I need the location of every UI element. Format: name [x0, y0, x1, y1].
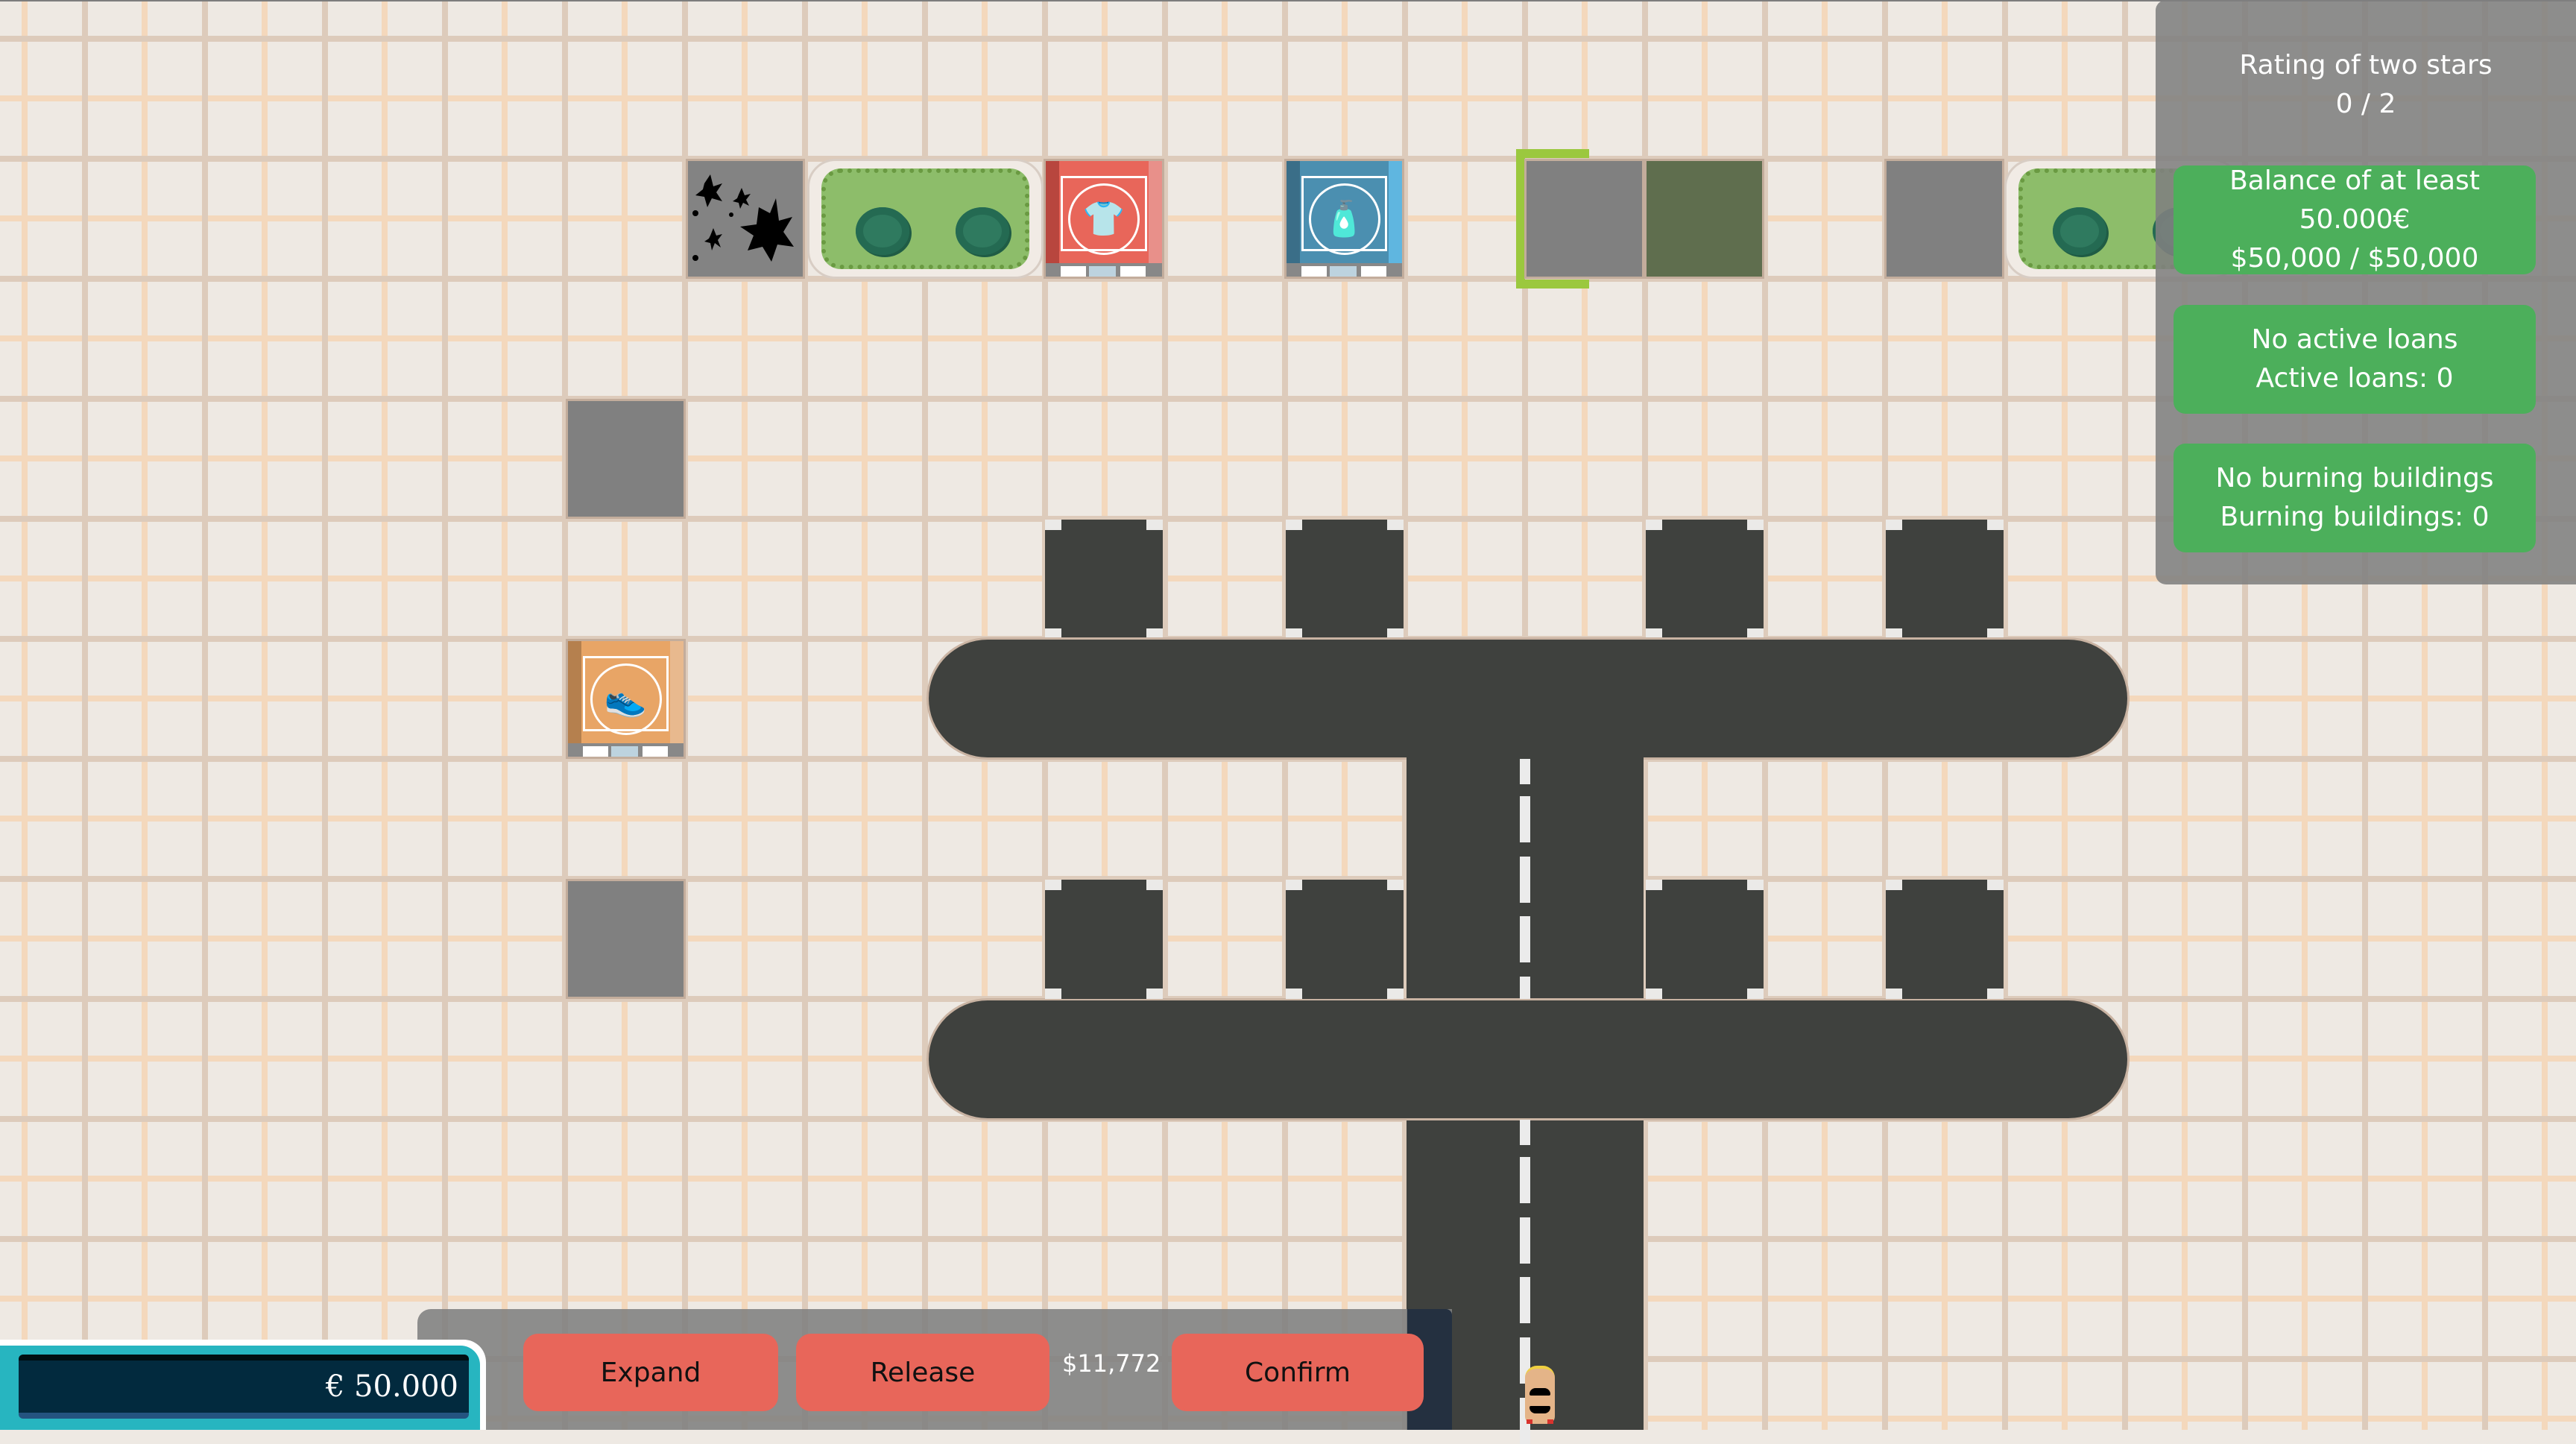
lane-marking — [1520, 1157, 1530, 1203]
goals-progress: 0 / 2 — [2335, 89, 2396, 119]
storefront — [568, 743, 684, 757]
goal-title: No active loans — [2251, 324, 2458, 355]
goal-loans: No active loans Active loans: 0 — [2174, 305, 2536, 414]
road-horizontal-2[interactable] — [929, 1000, 2127, 1118]
parking-lot[interactable] — [1286, 880, 1404, 999]
release-button[interactable]: Release — [796, 1334, 1049, 1411]
empty-plot-highlighted[interactable] — [1644, 159, 1764, 279]
goal-progress: Active loans: 0 — [2255, 363, 2454, 394]
goal-title: Balance of at least 50.000€ — [2229, 165, 2480, 235]
parking-lot[interactable] — [1045, 880, 1163, 999]
lane-marking — [1520, 1217, 1530, 1264]
tree-icon — [856, 207, 909, 255]
goal-fires: No burning buildings Burning buildings: … — [2174, 444, 2536, 552]
balance-display: € 50.000 — [19, 1355, 469, 1419]
lane-marking — [1520, 977, 1530, 999]
parking-lot[interactable] — [1646, 520, 1764, 639]
empty-plot[interactable] — [566, 399, 686, 519]
empty-plot-selected[interactable] — [1524, 159, 1644, 279]
park-tile[interactable] — [807, 159, 1044, 279]
tree-icon — [956, 207, 1009, 255]
explosion-icon — [692, 174, 794, 262]
destroyed-building-tile[interactable] — [686, 159, 805, 279]
parking-lot[interactable] — [1886, 880, 2004, 999]
expand-button[interactable]: Expand — [523, 1334, 778, 1411]
goal-progress: $50,000 / $50,000 — [2230, 243, 2479, 274]
confirm-button[interactable]: Confirm — [1172, 1334, 1424, 1411]
tshirt-icon: 👕 — [1068, 183, 1140, 255]
goal-progress: Burning buildings: 0 — [2220, 502, 2490, 532]
lane-marking — [1520, 916, 1530, 962]
empty-plot[interactable] — [566, 879, 686, 999]
parking-lot[interactable] — [1886, 520, 2004, 639]
lane-marking — [1520, 1120, 1530, 1145]
lane-marking — [1520, 796, 1530, 842]
car — [1525, 1366, 1555, 1424]
shoe-shop-tile[interactable]: 👟 — [566, 639, 686, 759]
expansion-price: $11,772 — [1062, 1349, 1161, 1378]
empty-plot[interactable] — [1884, 159, 2004, 279]
road-horizontal-1[interactable] — [929, 640, 2127, 757]
parking-lot[interactable] — [1286, 520, 1404, 639]
storefront — [1287, 263, 1402, 277]
goal-balance: Balance of at least 50.000€ $50,000 / $5… — [2174, 165, 2536, 274]
tree-icon — [2053, 207, 2106, 255]
lane-marking — [1520, 759, 1530, 784]
lane-marking — [1520, 1277, 1530, 1323]
goal-title: No burning buildings — [2215, 463, 2494, 494]
parking-lot[interactable] — [1045, 520, 1163, 639]
hygiene-shop-tile[interactable]: 🧴 — [1284, 159, 1404, 279]
storefront — [1046, 263, 1162, 277]
lane-marking — [1520, 857, 1530, 903]
parking-lot[interactable] — [1646, 880, 1764, 999]
goals-title: Rating of two stars — [2239, 50, 2493, 81]
soap-icon: 🧴 — [1308, 183, 1380, 255]
clothing-shop-tile[interactable]: 👕 — [1044, 159, 1164, 279]
top-border — [0, 0, 2576, 1]
sneaker-icon: 👟 — [590, 663, 662, 735]
